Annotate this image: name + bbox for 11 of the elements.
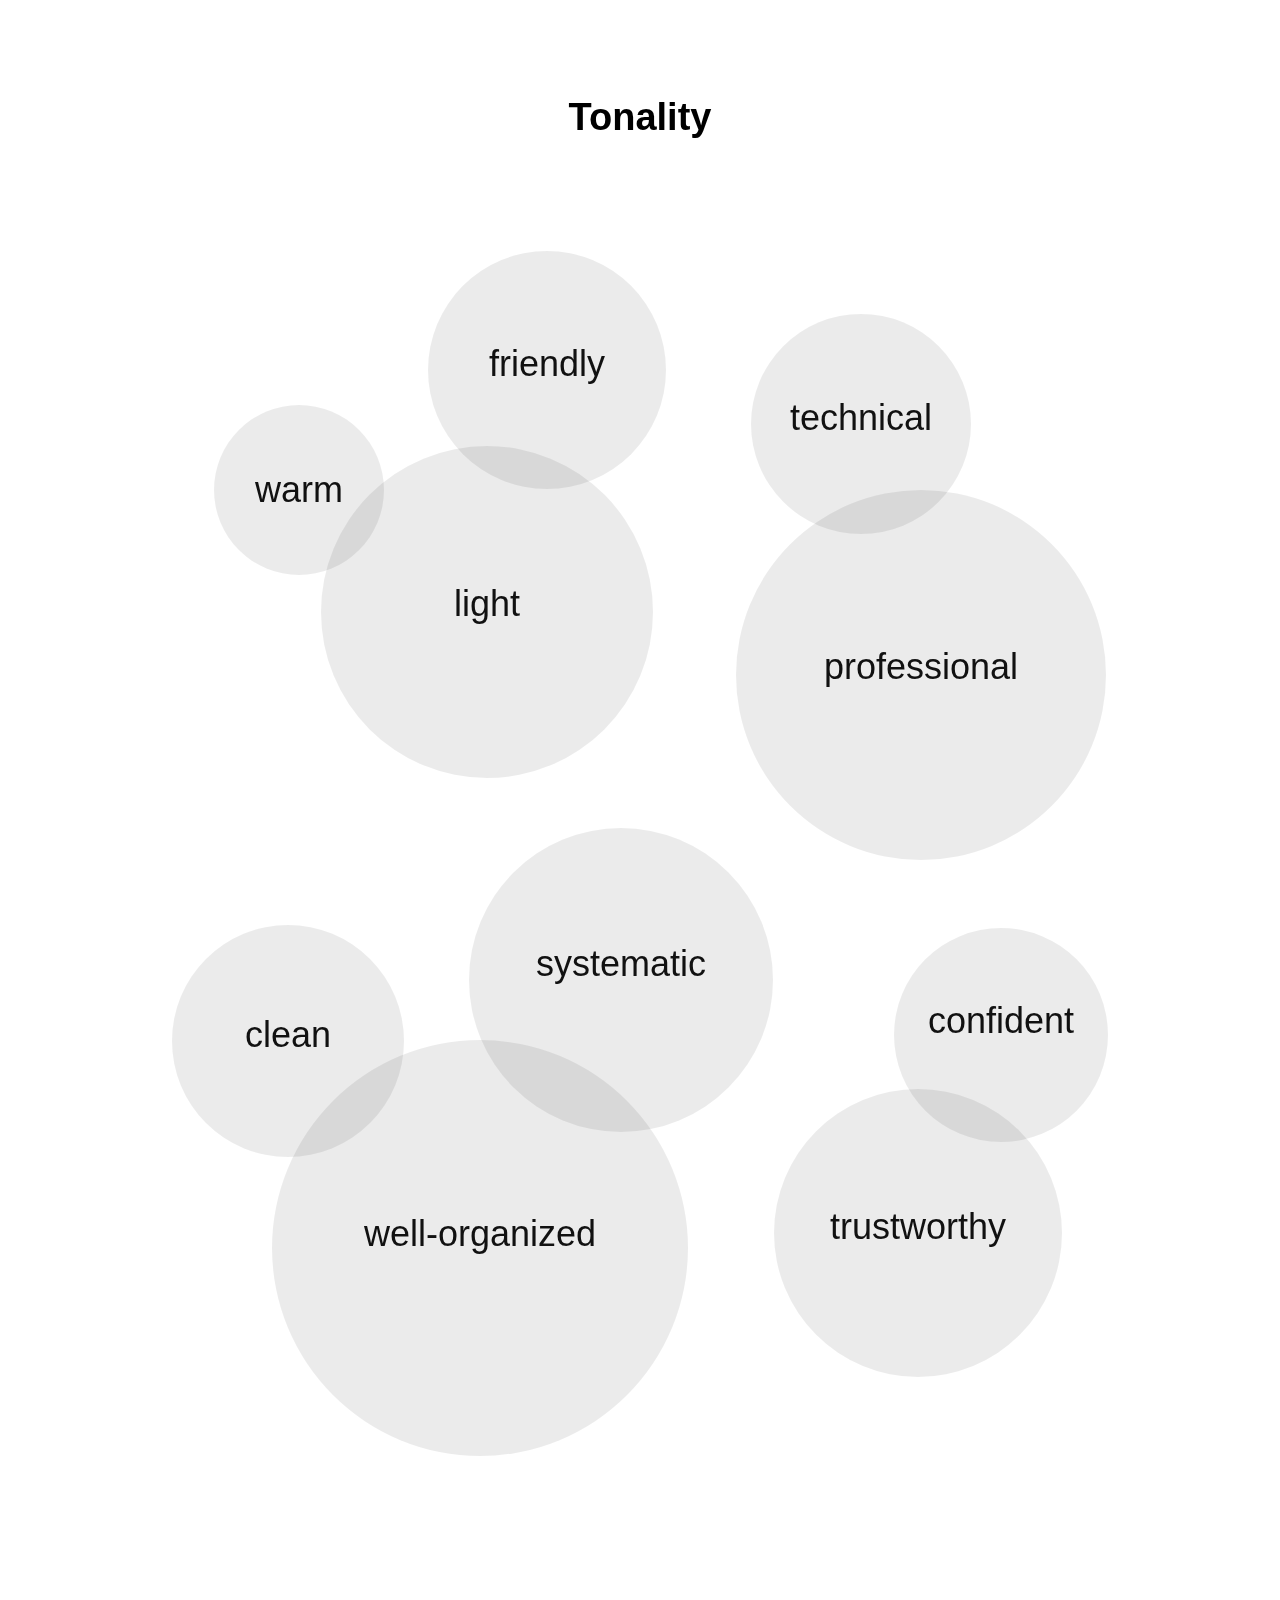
bubble-label: technical [789,397,933,439]
diagram-title: Tonality [567,96,713,139]
bubble-label: systematic [536,943,706,985]
bubble-label: professional [823,646,1019,688]
bubble-label: confident [927,1000,1075,1042]
bubble-label: trustworthy [830,1206,1006,1248]
bubble-label: warm [255,469,343,511]
bubble-label: well-organized [363,1213,597,1255]
bubble-label: friendly [488,343,606,385]
bubble-label: light [454,583,520,625]
bubble-label: clean [244,1014,332,1056]
